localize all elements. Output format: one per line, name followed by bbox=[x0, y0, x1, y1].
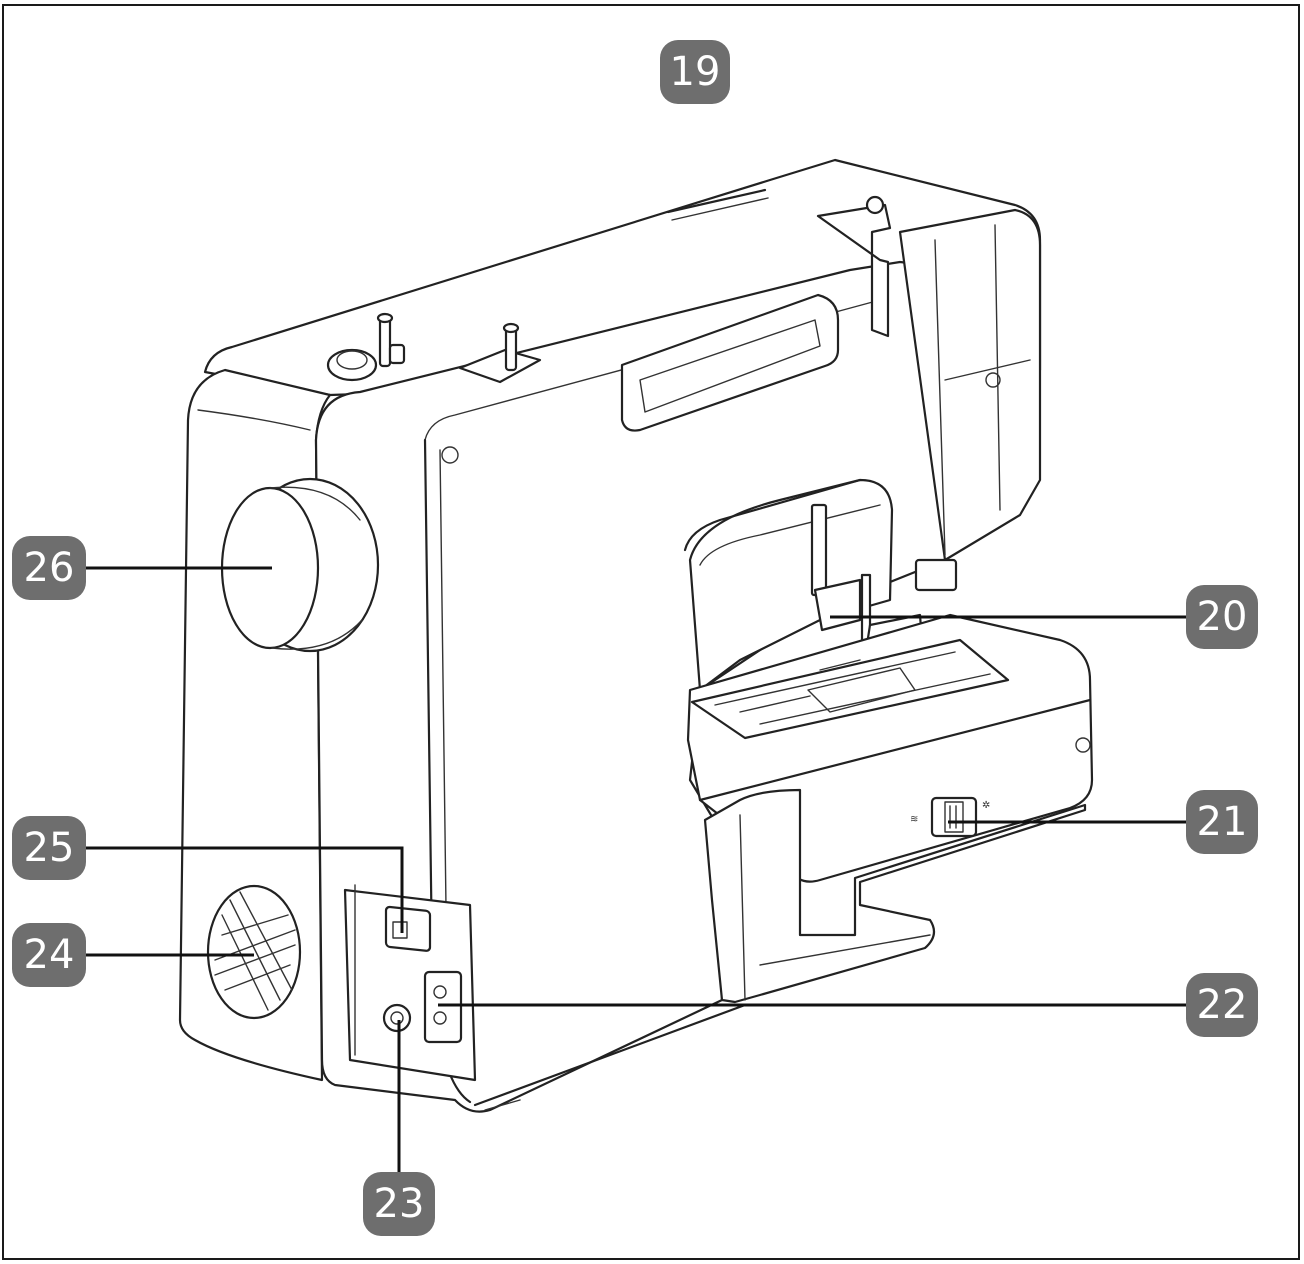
callout-22-badge bbox=[1186, 973, 1258, 1037]
svg-text:≋: ≋ bbox=[910, 814, 918, 825]
callout-26-badge bbox=[12, 536, 86, 600]
callout-22-label: 22 bbox=[1197, 982, 1248, 1028]
callout-19-label: 19 bbox=[670, 49, 721, 95]
callout-21-badge bbox=[1186, 790, 1258, 854]
callout-21-label: 21 bbox=[1197, 799, 1248, 845]
callout-24: 24 bbox=[12, 923, 86, 987]
callout-25-label: 25 bbox=[24, 825, 75, 871]
callout-23: 23 bbox=[363, 1172, 435, 1236]
callout-19-badge bbox=[660, 40, 730, 104]
callout-23-label: 23 bbox=[374, 1181, 425, 1227]
callout-22: 22 bbox=[1186, 973, 1258, 1037]
callout-26: 26 bbox=[12, 536, 86, 600]
callout-21: 21 bbox=[1186, 790, 1258, 854]
callout-20-badge bbox=[1186, 585, 1258, 649]
machine-illustration: ≋ ✲ bbox=[178, 158, 1094, 1113]
callout-20: 20 bbox=[1186, 585, 1258, 649]
callout-24-label: 24 bbox=[24, 932, 75, 978]
callout-24-badge bbox=[12, 923, 86, 987]
callout-25: 25 bbox=[12, 816, 86, 880]
callout-20-label: 20 bbox=[1197, 594, 1248, 640]
callout-26-label: 26 bbox=[24, 545, 75, 591]
leader-25 bbox=[86, 846, 404, 933]
callout-23-badge bbox=[363, 1172, 435, 1236]
svg-text:✲: ✲ bbox=[982, 800, 990, 811]
callout-25-badge bbox=[12, 816, 86, 880]
leader-lines bbox=[86, 566, 1186, 1172]
callout-19: 19 bbox=[660, 40, 730, 104]
